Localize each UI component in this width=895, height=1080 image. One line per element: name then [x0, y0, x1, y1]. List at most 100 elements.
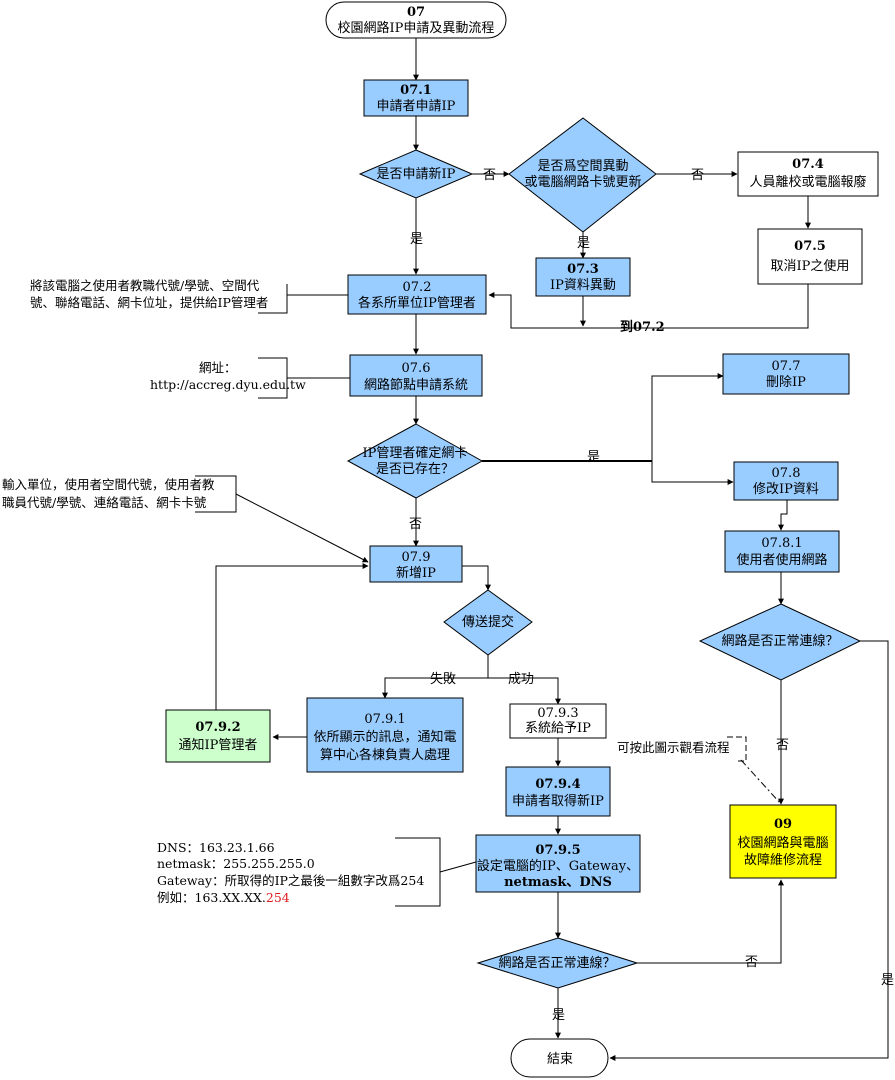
annotation-09-link: 可按此圖示觀看流程 [617, 740, 730, 755]
annotation-0795-example: 例如：163.XX.XX.254 [157, 890, 290, 905]
edge-submit-fail [382, 655, 489, 699]
edge-label-yes-1: 是 [410, 232, 423, 247]
node-07095-shape [475, 834, 641, 893]
edge-0709-submit [462, 565, 491, 591]
node-0708-id: 07.8 [772, 466, 801, 481]
start-label: 校園網路IP申請及異動流程 [338, 20, 495, 36]
node-0705-label: 取消IP之使用 [771, 258, 850, 274]
node-0702-id: 07.2 [403, 280, 432, 295]
decision-nic-line2: 是否已存在？ [376, 462, 454, 477]
edge-label-no-5: 否 [745, 955, 758, 970]
edge-label-no-1: 否 [483, 168, 496, 183]
edge-label-yes-4: 是 [552, 1008, 565, 1023]
node-07092-id: 07.9.2 [195, 720, 240, 735]
edge-label-no-2: 否 [691, 168, 704, 183]
node-shapes [165, 1, 879, 1078]
edge-0705-to-0702 [488, 284, 809, 329]
node-07081-shape [724, 530, 840, 573]
edge-0708-07081 [778, 500, 788, 531]
node-0707-label: 刪除IP [766, 375, 806, 390]
edge-label-to-0702: 到07.2 [620, 320, 665, 335]
decision-net1-shape [698, 603, 862, 681]
node-0701-id: 07.1 [400, 83, 432, 98]
connectors [195, 38, 889, 1061]
start-id: 07 [407, 5, 425, 20]
end-label: 結束 [547, 1052, 573, 1067]
node-07091-shape [306, 697, 464, 773]
node-07092-label: 通知IP管理者 [179, 737, 258, 753]
node-0706-id: 07.6 [402, 361, 431, 376]
node-09-line2: 故障維修流程 [744, 853, 822, 868]
node-0701-shape [363, 79, 469, 117]
node-0708-shape [733, 461, 839, 501]
end-terminal-shape [510, 1038, 609, 1078]
node-07092-shape [165, 709, 271, 763]
node-0708-label: 修改IP資料 [753, 482, 819, 497]
edge-decision-yes-end [609, 640, 889, 1061]
node-0709-id: 07.9 [402, 550, 431, 565]
node-07094-shape [505, 766, 611, 817]
annotation-0795-example-prefix: 例如：163.XX.XX. [157, 890, 266, 905]
link-a09 [740, 759, 782, 805]
bracket-a09 [727, 736, 747, 762]
node-0706-shape [349, 354, 483, 397]
node-07093-label: 系統給予IP [525, 721, 591, 736]
edge-label-yes-3: 是 [587, 450, 600, 465]
decision-space-line1: 是否爲空間異動 [537, 159, 628, 174]
node-07093-shape [509, 703, 607, 739]
node-09-id: 09 [774, 817, 792, 832]
edge-nic-yes-0708 [651, 461, 734, 485]
start-terminal-shape [325, 1, 507, 39]
node-0702-shape [347, 274, 487, 315]
node-07095-line1: 設定電腦的IP、Gateway、 [477, 858, 639, 874]
annotation-0795-example-suffix: 254 [266, 890, 290, 905]
decision-nic-line1: IP管理者確定網卡 [363, 445, 468, 461]
edge-decision2-no-09 [637, 879, 784, 964]
node-07095-line2: netmask、DNS [504, 875, 612, 890]
link-a0795 [439, 861, 477, 873]
edge-07092-0709 [215, 563, 369, 710]
link-a079 [235, 493, 369, 563]
edge-label-no-3: 否 [409, 517, 422, 532]
node-07094-id: 07.9.4 [535, 777, 580, 792]
node-0703-shape [535, 257, 631, 297]
node-09-shape [729, 804, 837, 879]
bracket-a0795 [395, 837, 441, 907]
decision-space-line2: 或電腦網路卡號更新 [524, 174, 641, 190]
decision-nic-shape [346, 423, 484, 499]
bracket-a072 [258, 284, 288, 314]
node-07095-id: 07.9.5 [535, 843, 580, 858]
annotation-0706-line2: http://accreg.dyu.edu.tw [150, 377, 306, 392]
annotations: 將該電腦之使用者教職代號/學號、空間代 號、聯絡電話、網卡位址，提供給IP管理者… [2, 278, 730, 905]
decision-net2-label: 網路是否正常連線？ [498, 955, 615, 971]
edge-label-yes-5: 是 [881, 973, 894, 988]
annotation-0706-line1: 網址： [199, 360, 237, 375]
edge-label-no-4: 否 [776, 738, 789, 753]
decision-space-shape [508, 117, 657, 233]
node-0709-label: 新增IP [396, 565, 436, 581]
annotation-0709-line1: 輸入單位，使用者空間代號，使用者教 [2, 477, 215, 492]
node-07091-id: 07.9.1 [364, 712, 405, 727]
decision-submit-label: 傳送提交 [462, 614, 514, 630]
node-07081-id: 07.8.1 [761, 536, 802, 551]
decision-submit-shape [443, 589, 533, 656]
node-0703-label: IP資料異動 [550, 278, 616, 293]
edge-submit-success [488, 677, 561, 705]
annotation-0795-gateway: Gateway：所取得的IP之最後一組數字改爲254 [157, 873, 424, 888]
node-0707-shape [722, 353, 850, 395]
decision-net2-shape [476, 937, 639, 989]
annotation-0709-line2: 職員代號/學號、連絡電話、網卡卡號 [2, 495, 207, 510]
node-0705-id: 07.5 [794, 239, 826, 254]
decision-new-ip-label: 是否申請新IP [377, 166, 456, 182]
node-0703-id: 07.3 [567, 262, 599, 277]
node-0707-id: 07.7 [772, 359, 801, 374]
node-07094-label: 申請者取得新IP [512, 793, 604, 809]
node-0704-shape [737, 151, 879, 197]
node-0701-label: 申請者申請IP [377, 99, 456, 114]
edge-labels: 否 否 是 是 到07.2 是 否 失敗 成功 否 是 否 是 [409, 168, 894, 1023]
node-0706-label: 網路節點申請系統 [364, 377, 468, 393]
node-07093-id: 07.9.3 [537, 706, 578, 721]
annotation-0702-line1: 將該電腦之使用者教職代號/學號、空間代 [30, 278, 260, 293]
node-07081-label: 使用者使用網路 [736, 552, 827, 568]
node-0704-id: 07.4 [792, 157, 824, 172]
